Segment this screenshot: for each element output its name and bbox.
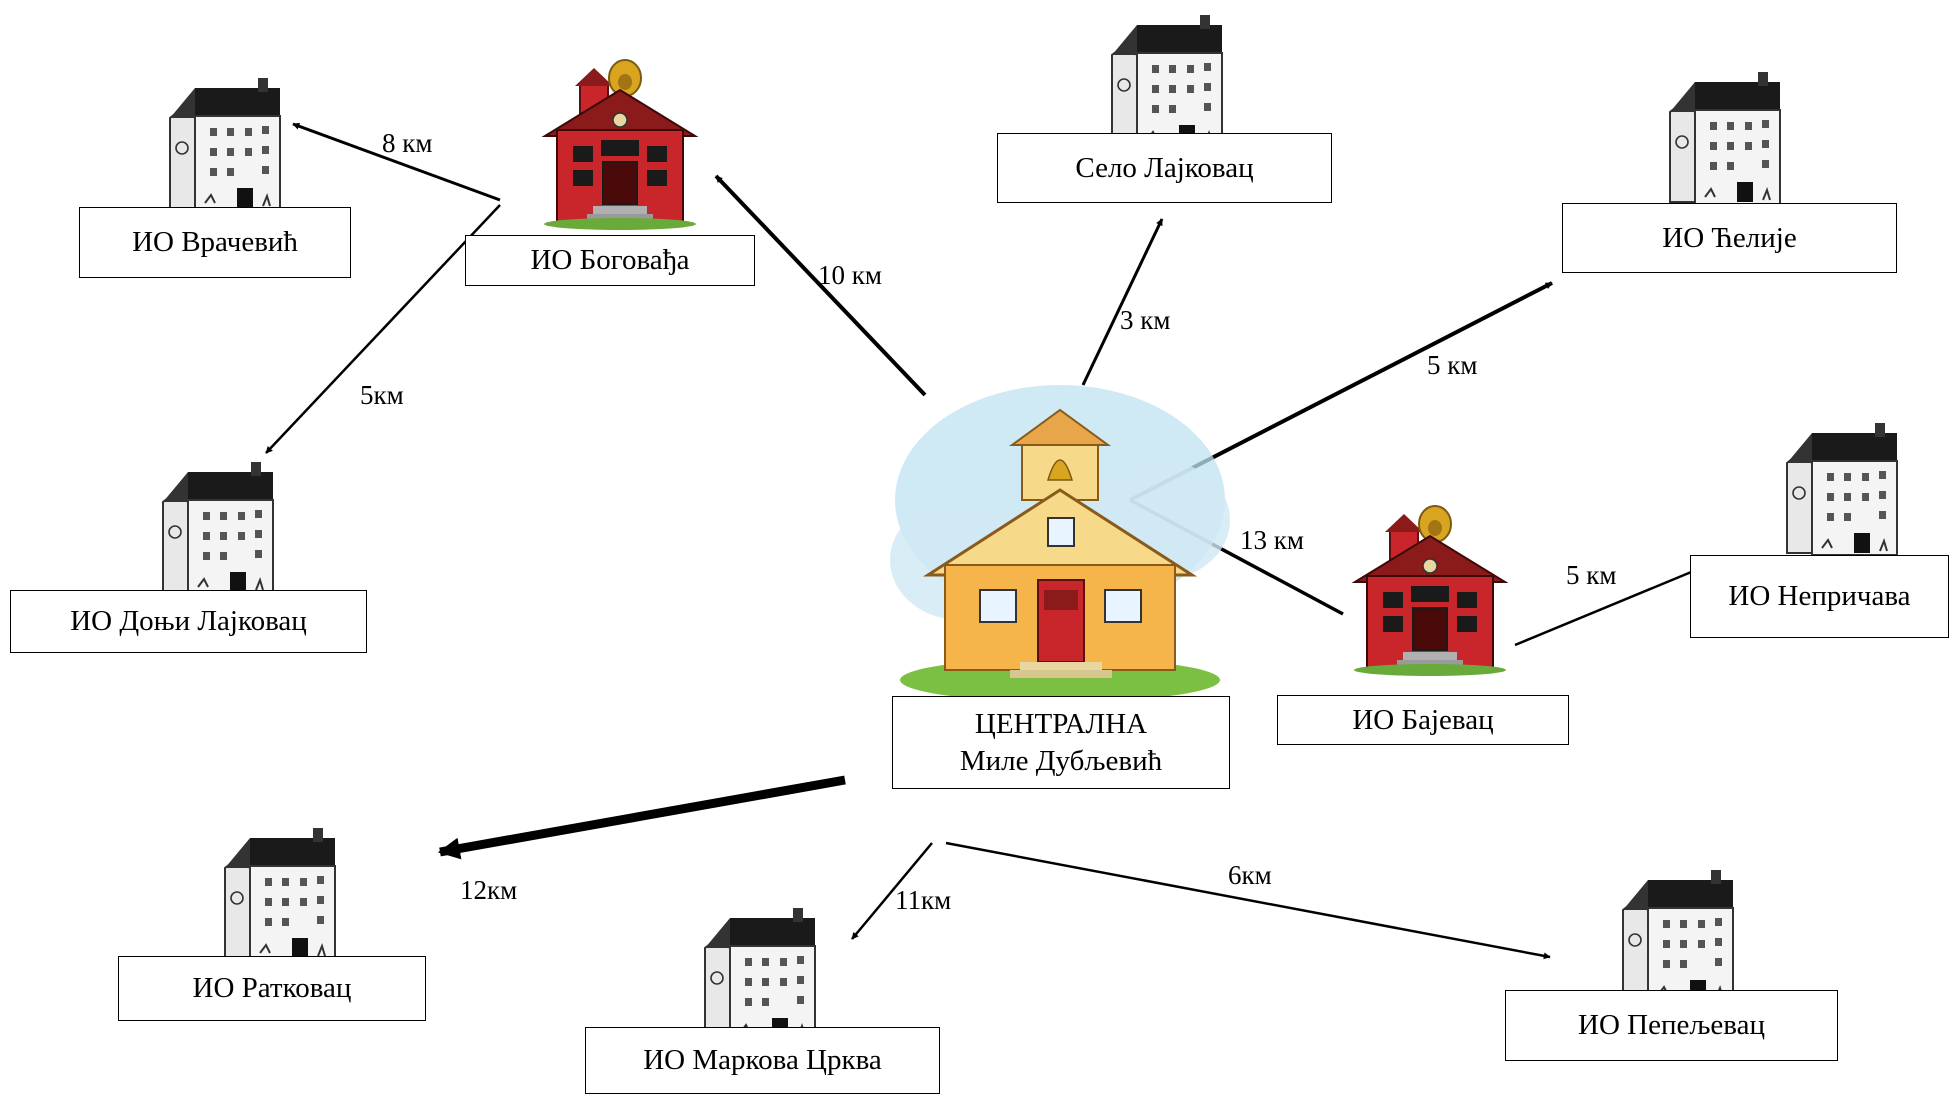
central-school-label: ЦЕНТРАЛНА Миле Дубљевић (892, 696, 1230, 789)
house-icon (169, 77, 281, 211)
unit-name: ИО Ратковац (192, 972, 352, 1005)
house-icon (1786, 422, 1898, 556)
unit-label-bajevac: ИО Бајевац (1277, 695, 1569, 745)
house-icon (1111, 14, 1223, 148)
unit-name: Село Лајковац (1075, 151, 1254, 184)
unit-label-nepricava: ИО Непричава (1690, 555, 1949, 638)
arrow-to-bogovadja (714, 174, 927, 397)
house-icon (162, 461, 274, 595)
unit-name: ИО Непричава (1728, 580, 1911, 613)
red-school-bell-icon (1353, 505, 1507, 677)
red-school-bell-icon (543, 59, 697, 231)
arrow-to-vracevic (292, 122, 501, 202)
distance-label-markova-crkva: 11км (895, 885, 952, 915)
central-school-house-icon (890, 385, 1230, 702)
unit-label-markova-crkva: ИО Маркова Црква (585, 1027, 940, 1094)
arrow-to-nepricava (1514, 561, 1714, 647)
arrow-to-selo-lajkovac (1081, 218, 1164, 386)
unit-name: ИО Боговађа (530, 244, 690, 277)
distance-label-bajevac: 13 км (1240, 525, 1304, 555)
unit-name: ИО Пепељевац (1578, 1009, 1765, 1042)
distance-label-pepeljevac: 6км (1228, 860, 1272, 890)
distance-label-vracevic: 8 км (382, 128, 433, 158)
unit-label-celije: ИО Ћелије (1562, 203, 1897, 273)
house-icon (704, 907, 816, 1041)
unit-label-bogovadja: ИО Боговађа (465, 235, 755, 286)
unit-name: ИО Бајевац (1352, 703, 1494, 736)
unit-name: ИО Маркова Црква (643, 1044, 882, 1077)
distance-label-bogovadja: 10 км (818, 260, 882, 290)
house-icon (224, 827, 336, 961)
distance-label-selo-lajkovac: 3 км (1120, 305, 1171, 335)
distance-label-ratkovac: 12км (460, 875, 518, 905)
distance-label-donji-lajkovac: 5км (360, 380, 404, 410)
arrow-to-ratkovac (437, 775, 846, 860)
unit-label-pepeljevac: ИО Пепељевац (1505, 990, 1838, 1061)
arrow-to-markova-crkva (851, 842, 933, 940)
unit-name: ИО Ћелије (1662, 221, 1797, 254)
unit-label-vracevic: ИО Врачевић (79, 207, 351, 278)
arrow-to-donji-lajkovac (265, 204, 501, 454)
central-name: Миле Дубљевић (959, 744, 1163, 777)
central-title: ЦЕНТРАЛНА (974, 708, 1148, 741)
house-icon (1669, 71, 1781, 205)
distance-label-celije: 5 км (1427, 350, 1478, 380)
unit-label-selo-lajkovac: Село Лајковац (997, 133, 1332, 203)
unit-label-ratkovac: ИО Ратковац (118, 956, 426, 1021)
unit-name: ИО Доњи Лајковац (70, 605, 307, 638)
unit-name: ИО Врачевић (132, 226, 298, 259)
arrow-to-pepeljevac (945, 841, 1551, 960)
unit-label-donji-lajkovac: ИО Доњи Лајковац (10, 590, 367, 653)
distance-label-nepricava: 5 км (1566, 560, 1617, 590)
house-icon (1622, 869, 1734, 1003)
